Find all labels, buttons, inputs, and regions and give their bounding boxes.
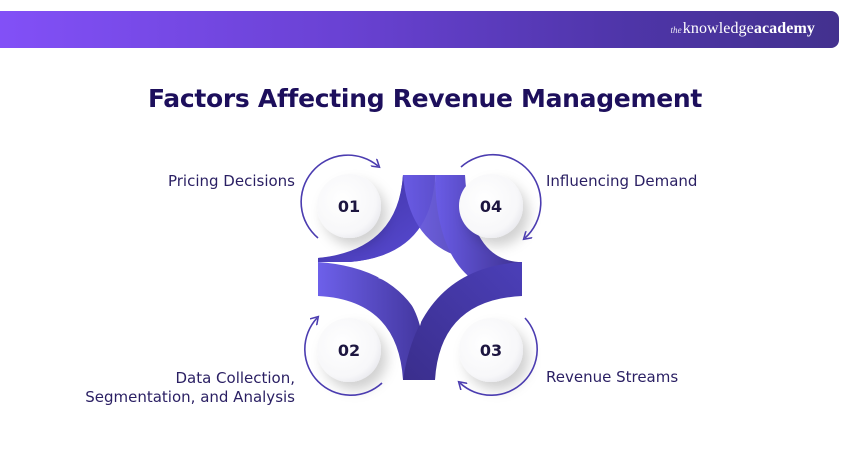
arrow-icon xyxy=(300,154,378,239)
factor-01-badge: 01 xyxy=(300,154,381,239)
arrow-icon xyxy=(304,318,383,396)
factor-02-label-line2: Segmentation, and Analysis xyxy=(85,388,295,406)
factor-01-number: 01 xyxy=(338,197,360,216)
page-title: Factors Affecting Revenue Management xyxy=(147,84,703,113)
factor-04-label: Influencing Demand xyxy=(546,172,698,190)
arrow-icon xyxy=(460,317,538,396)
brand-bold: academy xyxy=(753,20,815,37)
factor-02-label: Data Collection, Segmentation, and Analy… xyxy=(85,369,295,407)
factor-04-badge: 04 xyxy=(459,153,542,238)
factor-02-number: 02 xyxy=(338,341,360,360)
brand-main: knowledge xyxy=(682,20,754,37)
factor-02-label-line1: Data Collection, xyxy=(175,369,295,387)
arrow-icon xyxy=(460,153,542,238)
brand-prefix: the xyxy=(670,25,682,35)
factor-04-number: 04 xyxy=(480,197,502,216)
header-banner: theknowledgeacademy xyxy=(0,11,839,48)
factor-03-number: 03 xyxy=(480,341,502,360)
factor-03-label: Revenue Streams xyxy=(546,368,679,386)
factor-03-badge: 03 xyxy=(459,317,538,396)
star-shape xyxy=(318,175,522,380)
brand-logo: theknowledgeacademy xyxy=(670,20,815,38)
factor-01-label: Pricing Decisions xyxy=(167,172,295,190)
factor-02-badge: 02 xyxy=(304,318,383,396)
